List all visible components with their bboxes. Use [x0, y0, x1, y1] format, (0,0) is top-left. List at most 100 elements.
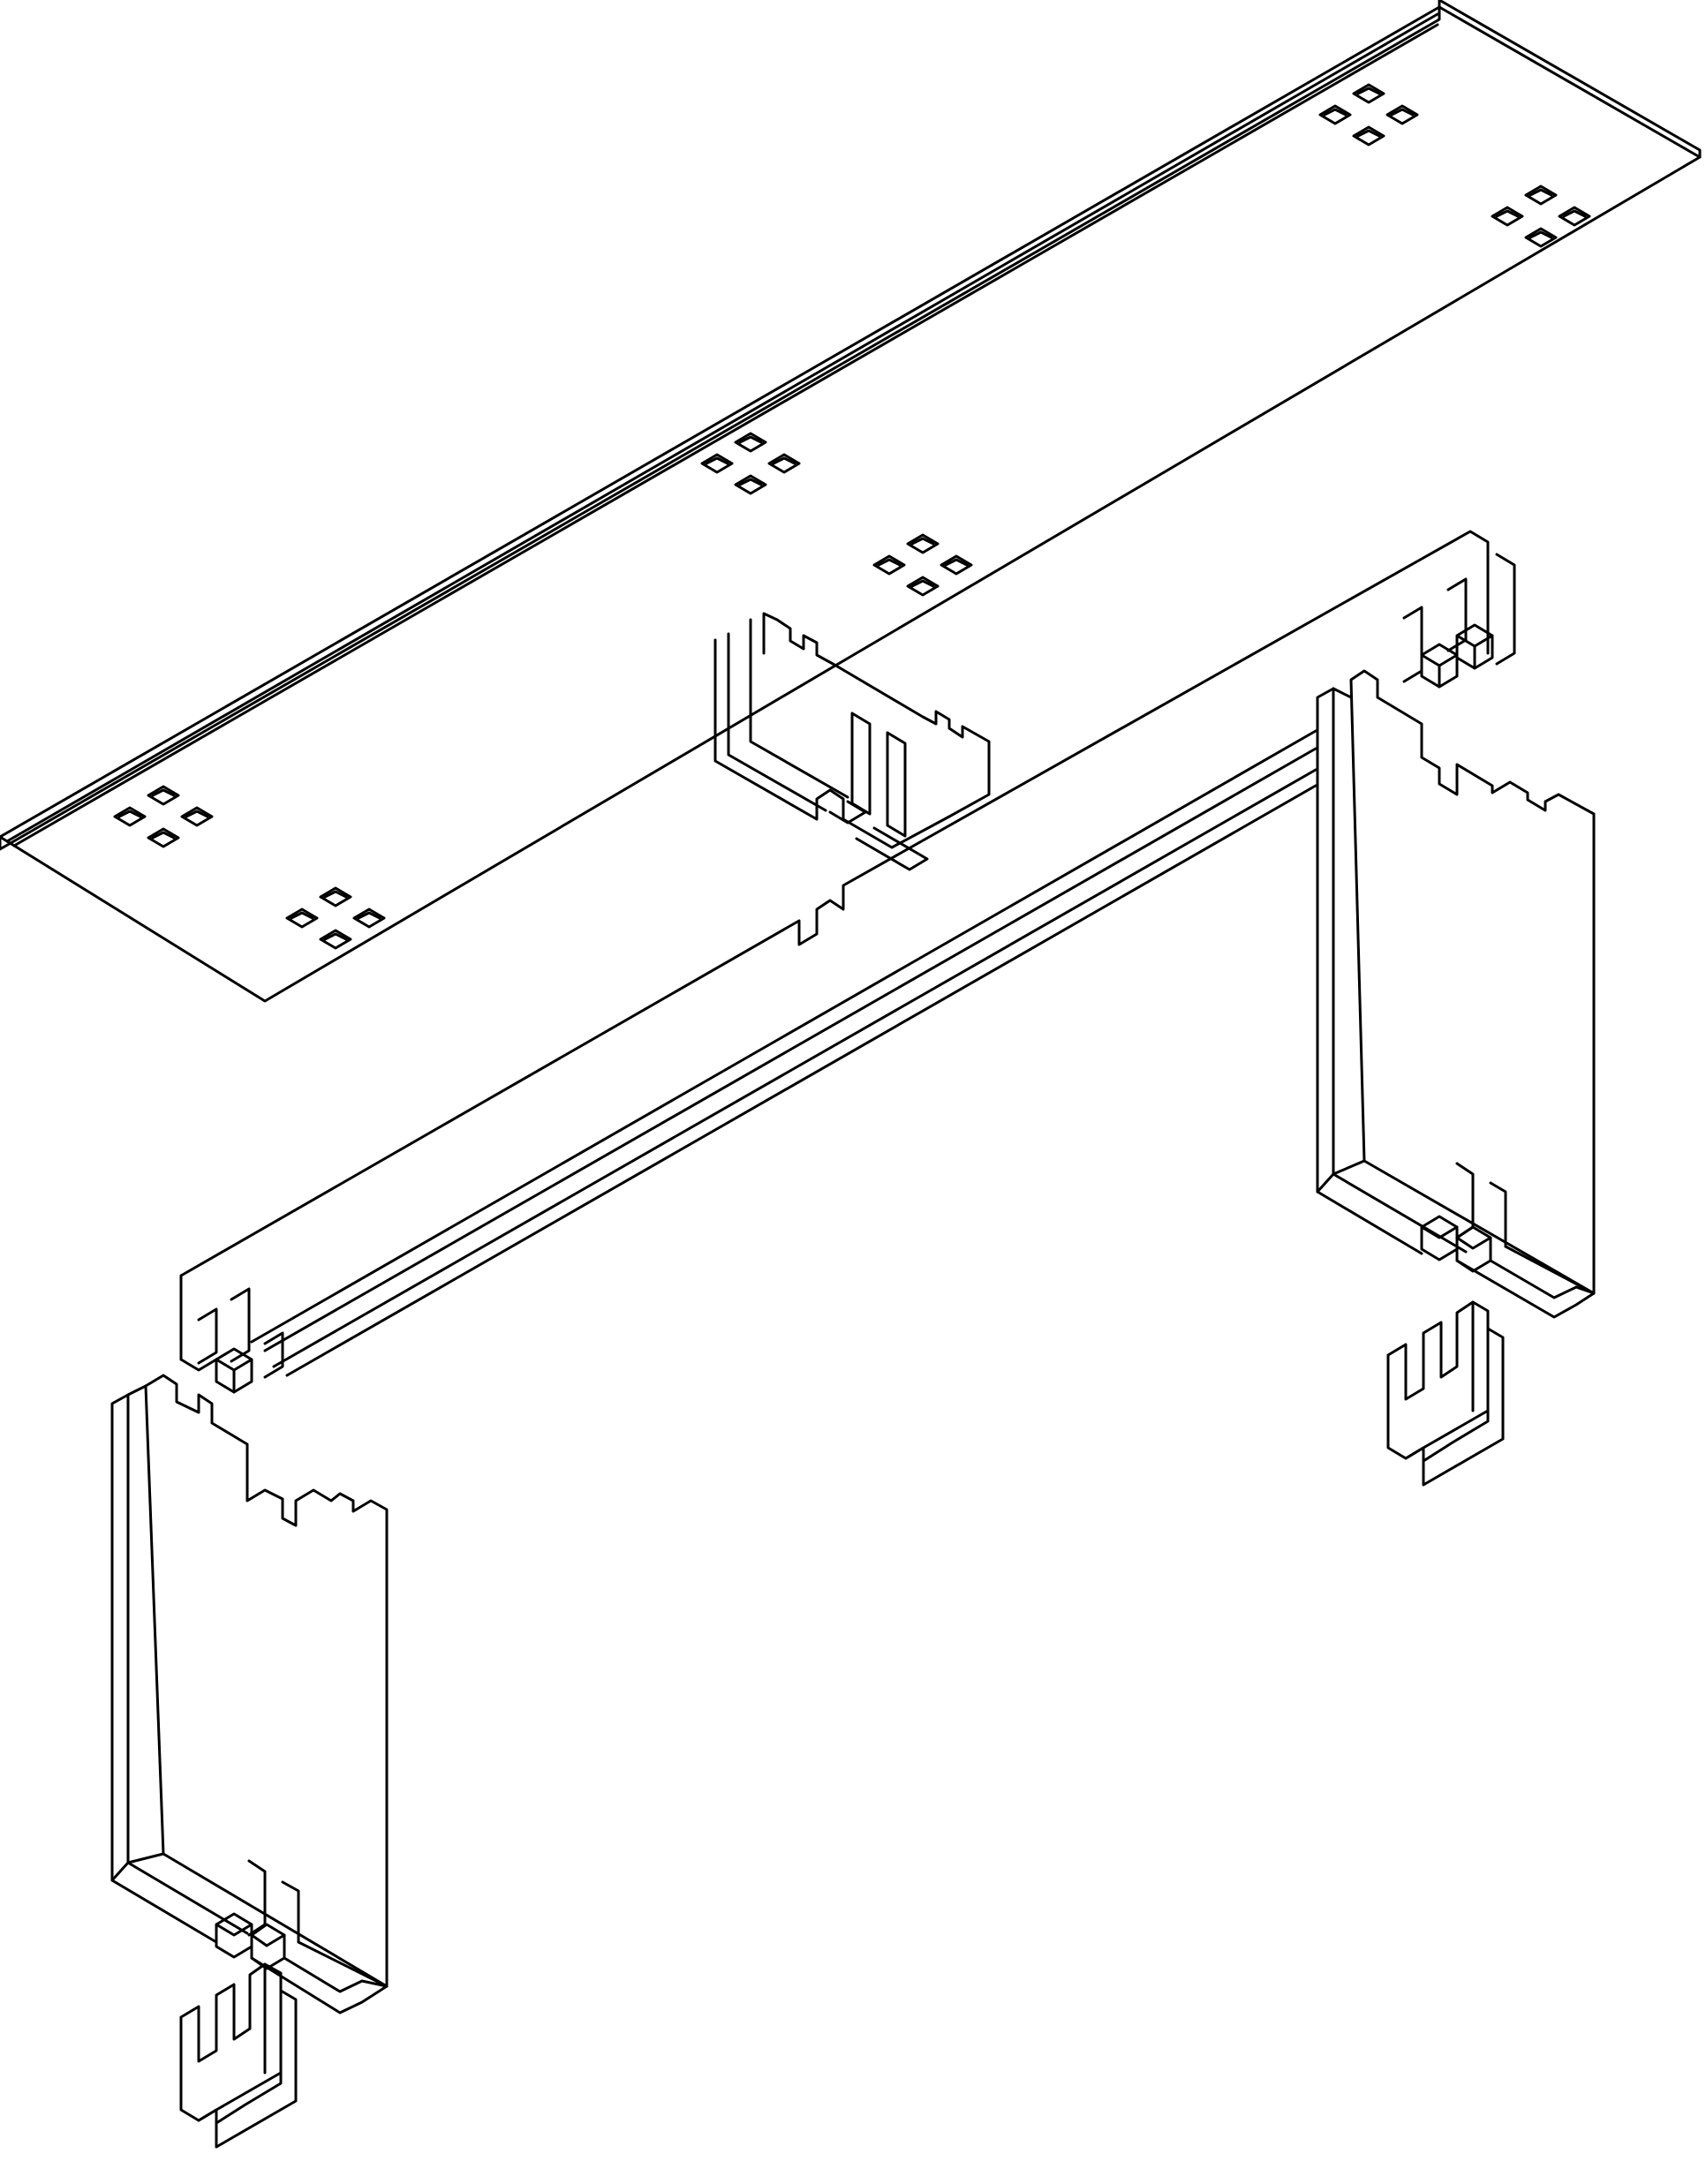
hole-diamond [1385, 104, 1419, 125]
tabletop-top-face [0, 5, 1702, 1003]
hole-diamond-inner [290, 911, 314, 920]
right-leg-bottom-tenon-1 [1455, 1162, 1475, 1239]
hole-diamond-inner [1529, 230, 1553, 239]
beam-right-joint-cube-2 [1455, 623, 1494, 670]
tabletop-back-groove-2 [12, 23, 1439, 847]
hole-diamond [906, 533, 940, 554]
right-leg-bottom-rail-2 [1504, 1245, 1596, 1295]
hole-diamond [180, 806, 214, 827]
tabletop-back-groove [5, 12, 1439, 843]
beam-right-tenon-1 [1402, 606, 1423, 683]
tabletop-back-edge [0, 5, 1441, 851]
hole-diamond-inner [323, 890, 348, 899]
left-leg-bottom-tenon-2 [281, 1880, 300, 1944]
right-leg-front-face [1349, 669, 1596, 1295]
beam-lower-edge-3 [272, 768, 1317, 1368]
left-leg-bottom-cube-2 [250, 1923, 286, 1970]
left-leg-side-1 [126, 1384, 249, 1935]
hole-diamond [285, 907, 319, 929]
hole-diamond-inner [357, 911, 381, 920]
hole-diamond-inner [1356, 87, 1381, 95]
hole-diamond [1491, 206, 1524, 227]
hole-diamond [1318, 104, 1352, 125]
left-leg-bottom [110, 1852, 165, 1882]
right-leg-bottom-tenon-2 [1489, 1181, 1507, 1248]
center-brace-foot-2 [855, 826, 929, 871]
beam-right-joint-cube [1420, 643, 1459, 689]
hole-diamond [906, 576, 940, 597]
hole-diamond-inner [944, 558, 969, 567]
left-leg-bottom-cube [215, 1912, 253, 1959]
center-brace [713, 612, 991, 871]
right-leg-bottom-cube [1420, 1215, 1459, 1261]
hole-diamond-inner [323, 932, 348, 941]
center-brace-foot [828, 800, 867, 825]
hole-diamond [147, 785, 180, 806]
beam-left-tenon-3 [263, 1331, 284, 1379]
left-foot-side [215, 1989, 298, 2149]
hole-diamond [767, 453, 801, 474]
hole-diamond-inner [738, 478, 763, 486]
hole-diamond-inner [185, 810, 209, 818]
hole-group [700, 432, 801, 495]
beam-top-edge [179, 530, 1490, 1277]
hole-diamond-inner [1562, 209, 1587, 218]
hole-diamond-inner [877, 558, 902, 567]
hole-diamond [352, 907, 386, 929]
hole-diamond-inner [151, 788, 176, 797]
hole-diamond-inner [705, 456, 729, 465]
center-brace-slot-a [850, 712, 872, 816]
center-brace-outline [713, 612, 991, 849]
long-stretcher-beam [179, 530, 1516, 1394]
beam-left-tenon-1 [197, 1307, 218, 1365]
hole-diamond [1558, 206, 1591, 227]
left-leg-panel [110, 1374, 389, 2015]
hole-diamond [734, 474, 767, 495]
hole-diamond-inner [1529, 188, 1553, 197]
right-leg-side-2 [1316, 687, 1423, 1255]
center-brace-front [727, 632, 827, 812]
right-foot-side [1422, 1327, 1505, 1487]
left-leg-side-2 [110, 1393, 218, 1944]
hole-diamond [1524, 185, 1558, 206]
hole-diamond [319, 929, 352, 950]
beam-right-tenon-3 [1495, 553, 1516, 666]
hole-diamond-inner [772, 456, 796, 465]
hole-diamond [700, 453, 734, 474]
hole-diamond [1352, 125, 1385, 147]
hole-diamond-inner [1356, 129, 1381, 138]
hole-group [285, 886, 386, 950]
right-leg-bottom-cube-2 [1455, 1225, 1492, 1273]
beam-lower-edge-2 [263, 747, 1317, 1352]
hole-diamond-inner [1323, 108, 1347, 117]
right-leg-bottom [1316, 1159, 1366, 1194]
hole-diamond-inner [910, 537, 935, 546]
hole-group [1318, 83, 1419, 147]
hole-diamond [1524, 227, 1558, 248]
right-foot-inner [1404, 1409, 1490, 1460]
hole-diamond-inner [1495, 209, 1520, 218]
center-brace-inner [749, 618, 849, 799]
right-foot [1386, 1300, 1505, 1487]
hole-diamond-inner [738, 435, 763, 444]
tabletop-hole-groups [113, 83, 1591, 950]
tabletop [0, 0, 1702, 1003]
hole-diamond [734, 432, 767, 453]
beam-left-base [179, 1358, 218, 1372]
hole-diamond-inner [1390, 108, 1415, 117]
left-foot [179, 1962, 298, 2149]
tabletop-right-edge [1438, 0, 1702, 159]
right-leg-side-1 [1332, 687, 1468, 1254]
hole-group [1491, 185, 1591, 248]
beam-lower-edge-1 [250, 729, 1317, 1344]
hole-diamond [940, 554, 973, 576]
hole-diamond [1352, 83, 1385, 104]
hole-diamond-inner [910, 579, 935, 588]
left-foot-inner [197, 2071, 283, 2122]
beam-lower-edge-4 [285, 784, 1317, 1377]
hole-group [113, 785, 214, 848]
hole-diamond [113, 806, 147, 827]
hole-diamond [147, 827, 180, 848]
